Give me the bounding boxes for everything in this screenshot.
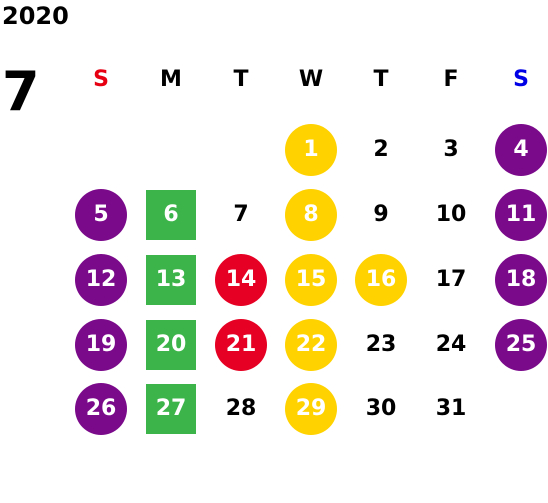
calendar-day-23[interactable]: 23	[365, 332, 397, 357]
calendar-day-15[interactable]: 15	[285, 254, 337, 306]
calendar-day-27[interactable]: 27	[146, 384, 196, 434]
calendar-year: 2020	[2, 2, 69, 30]
weekday-header-wed: W	[298, 67, 324, 92]
weekday-header-thu: T	[373, 67, 389, 92]
calendar-day-28[interactable]: 28	[225, 396, 257, 421]
calendar-day-12[interactable]: 12	[75, 254, 127, 306]
calendar-day-31[interactable]: 31	[435, 396, 467, 421]
calendar-day-13[interactable]: 13	[146, 255, 196, 305]
weekday-header-tue: T	[233, 67, 249, 92]
calendar-day-14[interactable]: 14	[215, 254, 267, 306]
calendar-day-1[interactable]: 1	[285, 124, 337, 176]
calendar-day-22[interactable]: 22	[285, 319, 337, 371]
calendar-day-4[interactable]: 4	[495, 124, 547, 176]
calendar-day-9[interactable]: 9	[373, 202, 389, 227]
calendar-day-3[interactable]: 3	[443, 137, 459, 162]
calendar-day-18[interactable]: 18	[495, 254, 547, 306]
calendar-month: 7	[2, 60, 40, 123]
calendar-day-20[interactable]: 20	[146, 320, 196, 370]
calendar-day-7[interactable]: 7	[233, 202, 249, 227]
calendar-day-19[interactable]: 19	[75, 319, 127, 371]
calendar-day-17[interactable]: 17	[435, 267, 467, 292]
weekday-header-fri: F	[443, 67, 459, 92]
calendar-day-8[interactable]: 8	[285, 189, 337, 241]
calendar-day-30[interactable]: 30	[365, 396, 397, 421]
calendar-day-24[interactable]: 24	[435, 332, 467, 357]
calendar-day-10[interactable]: 10	[435, 202, 467, 227]
calendar-day-16[interactable]: 16	[355, 254, 407, 306]
weekday-header-sun: S	[93, 67, 109, 92]
calendar-day-21[interactable]: 21	[215, 319, 267, 371]
calendar-day-5[interactable]: 5	[75, 189, 127, 241]
calendar-day-29[interactable]: 29	[285, 383, 337, 435]
calendar-day-26[interactable]: 26	[75, 383, 127, 435]
weekday-header-mon: M	[160, 67, 182, 92]
calendar-day-25[interactable]: 25	[495, 319, 547, 371]
calendar-day-6[interactable]: 6	[146, 190, 196, 240]
calendar-day-2[interactable]: 2	[373, 137, 389, 162]
weekday-header-sat: S	[513, 67, 529, 92]
calendar-day-11[interactable]: 11	[495, 189, 547, 241]
